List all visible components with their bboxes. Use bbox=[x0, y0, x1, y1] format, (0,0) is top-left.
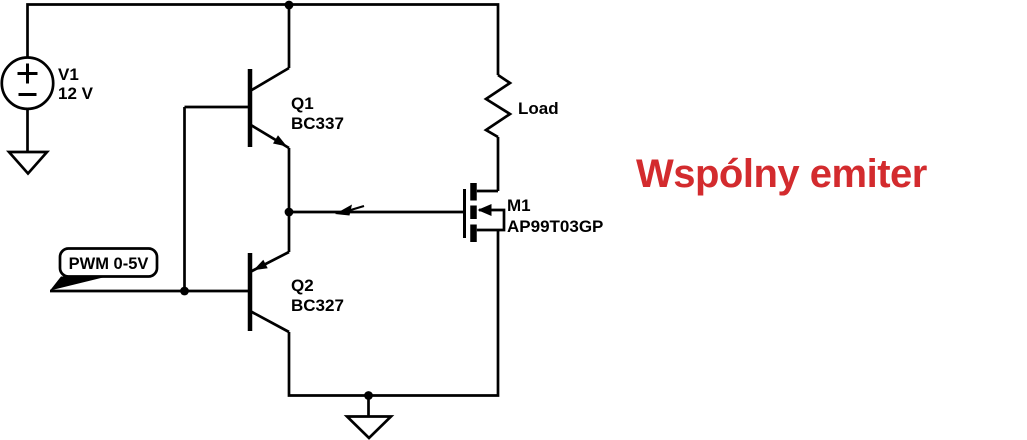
nmos-transistor-m1: M1 AP99T03GP bbox=[463, 183, 603, 242]
v1-value-label: 12 V bbox=[58, 84, 94, 103]
voltage-source-v1: V1 12 V bbox=[0, 56, 94, 111]
q1-ref-label: Q1 bbox=[291, 94, 314, 113]
m1-part-label: AP99T03GP bbox=[507, 217, 603, 236]
ground-icon-v1 bbox=[6, 150, 50, 176]
q2-ref-label: Q2 bbox=[291, 276, 314, 295]
junction-dots bbox=[180, 0, 373, 400]
circuit-wires bbox=[26, 3, 506, 417]
load-resistor: Load bbox=[483, 73, 559, 139]
npn-transistor-q1: Q1 BC337 bbox=[247, 66, 344, 150]
resistor-zigzag-icon bbox=[483, 73, 513, 139]
q1-collector-lead bbox=[249, 66, 290, 93]
q1-part-label: BC337 bbox=[291, 114, 344, 133]
annotation-title: Wspólny emiter bbox=[636, 152, 927, 196]
m1-body-arrow-icon bbox=[477, 204, 492, 216]
v1-ref-label: V1 bbox=[58, 65, 79, 84]
ground-icon-bottom bbox=[343, 415, 395, 440]
q1-emitter-arrow-icon bbox=[273, 135, 287, 147]
pnp-transistor-q2: Q2 BC327 bbox=[247, 250, 344, 334]
plus-icon bbox=[17, 63, 38, 84]
q2-emitter-arrow-icon bbox=[253, 259, 268, 271]
pwm-label: PWM 0-5V bbox=[69, 255, 149, 273]
q2-collector-lead bbox=[249, 309, 290, 334]
load-label: Load bbox=[518, 99, 559, 118]
junction-dot bbox=[284, 0, 294, 10]
junction-dot bbox=[284, 207, 294, 217]
current-direction-arrow-icon bbox=[335, 204, 365, 216]
pwm-input-callout: PWM 0-5V bbox=[50, 247, 159, 291]
callout-box bbox=[58, 247, 159, 278]
callout-tail-icon bbox=[50, 276, 107, 291]
m1-ref-label: M1 bbox=[507, 196, 531, 215]
q2-part-label: BC327 bbox=[291, 296, 344, 315]
junction-dot bbox=[364, 391, 373, 400]
junction-dot bbox=[180, 286, 189, 296]
